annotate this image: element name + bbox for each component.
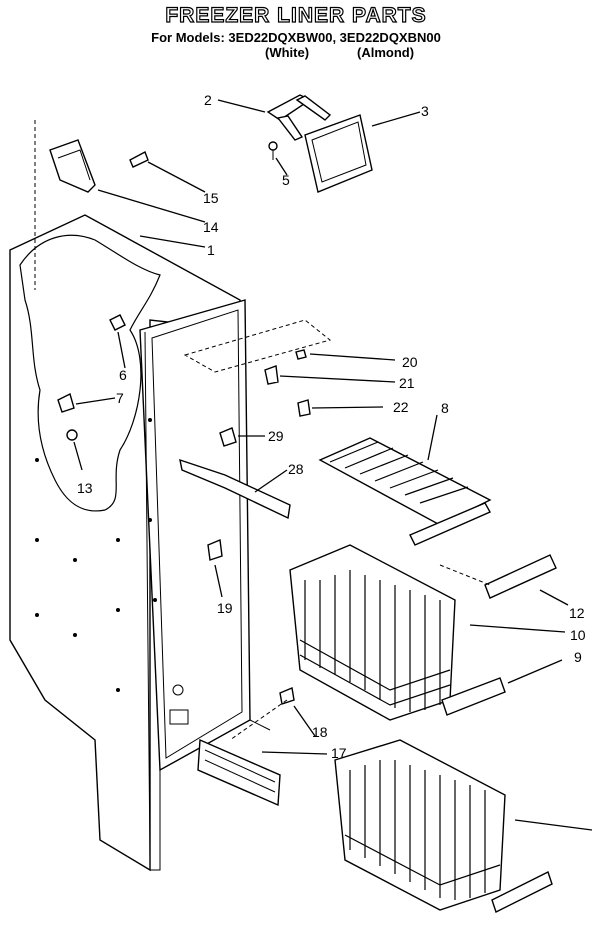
liner-fasteners [57, 314, 295, 705]
callout-18: 18 [312, 724, 328, 740]
leader-lines [34, 99, 592, 831]
upper-basket [289, 544, 456, 721]
callout-8: 8 [441, 400, 449, 416]
models-line: For Models: 3ED22DQXBW00, 3ED22DQXBN00 [151, 30, 441, 45]
rear-panel-and-clips [183, 319, 332, 417]
callout-14: 14 [203, 219, 219, 235]
callout-6: 6 [119, 367, 127, 383]
lower-basket-trim [491, 871, 553, 913]
bottom-grille [197, 738, 281, 807]
wire-shelf [318, 437, 492, 546]
callout-22: 22 [393, 399, 409, 415]
callout-21: 21 [399, 375, 415, 391]
callout-3: 3 [421, 103, 429, 119]
callout-29: 29 [268, 428, 284, 444]
callout-10: 10 [570, 627, 586, 643]
callout-5: 5 [282, 172, 290, 188]
callout-7: 7 [116, 390, 124, 406]
callout-20: 20 [402, 354, 418, 370]
callout-numbers: 2 3 5 15 14 1 6 7 13 20 21 22 8 29 28 19… [77, 92, 586, 761]
lower-basket [334, 739, 506, 911]
callout-19: 19 [217, 600, 233, 616]
variant-white: (White) [265, 45, 310, 60]
callout-2: 2 [204, 92, 212, 108]
basket-trim [441, 677, 506, 716]
callout-13: 13 [77, 480, 93, 496]
top-bracket-assembly [266, 94, 373, 193]
callout-17: 17 [331, 745, 347, 761]
variant-almond: (Almond) [357, 45, 415, 60]
diagram-title: FREEZER LINER PARTS [165, 3, 427, 27]
shelf-support-rail [179, 427, 291, 520]
callout-28: 28 [288, 461, 304, 477]
upper-side-bracket [49, 139, 149, 193]
liner-body [9, 214, 271, 872]
callout-15: 15 [203, 190, 219, 206]
callout-1: 1 [207, 242, 215, 258]
callout-9: 9 [574, 649, 582, 665]
callout-12: 12 [569, 605, 585, 621]
shelf-trim [484, 554, 557, 599]
